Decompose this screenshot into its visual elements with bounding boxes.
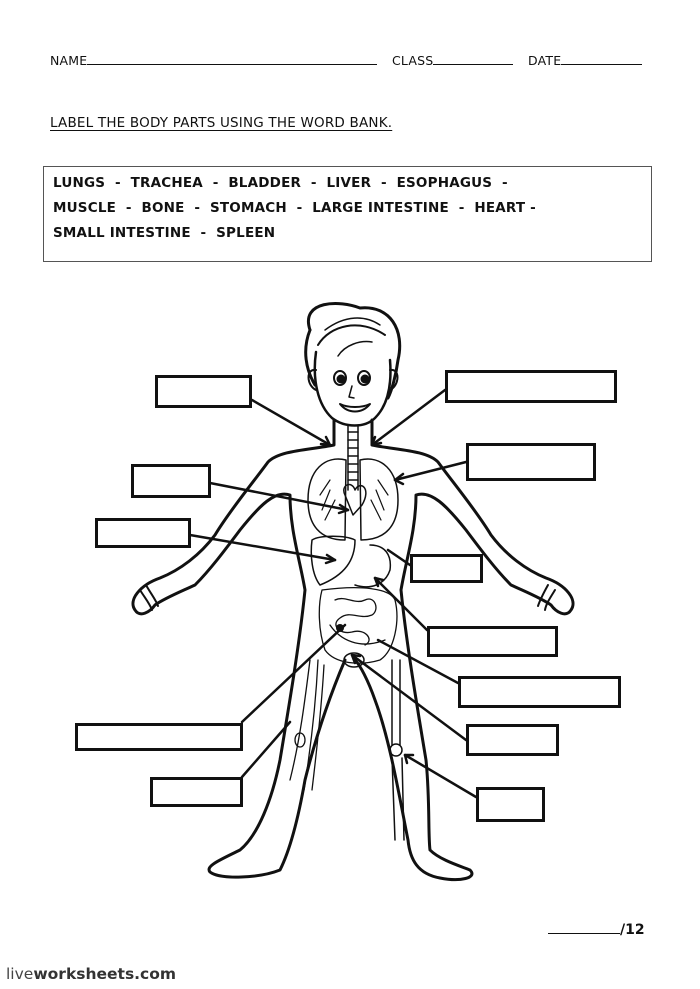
pointer-lines [188, 388, 478, 799]
label-box-6[interactable] [410, 554, 483, 583]
label-box-11[interactable] [150, 777, 243, 807]
score-field: /12 [548, 919, 645, 938]
label-box-5[interactable] [95, 518, 191, 548]
label-box-3[interactable] [466, 443, 596, 481]
name-label: NAME [50, 53, 88, 68]
watermark-logo: liveworksheets.com [6, 965, 176, 983]
word-bank-row: LUNGS - TRACHEA - BLADDER - LIVER - ESOP… [53, 175, 508, 191]
label-box-1[interactable] [155, 375, 252, 408]
heart-icon [343, 483, 367, 516]
score-blank[interactable] [548, 919, 620, 934]
bladder-icon [343, 652, 365, 668]
class-label: CLASS [392, 53, 434, 68]
label-box-9[interactable] [75, 723, 243, 751]
word-bank-row: SMALL INTESTINE - SPLEEN [53, 225, 276, 241]
label-box-10[interactable] [466, 724, 559, 756]
label-box-8[interactable] [458, 676, 621, 708]
bone-icon [389, 659, 405, 841]
liver-icon [310, 535, 356, 586]
intestines-icon [318, 587, 398, 664]
name-blank[interactable] [87, 53, 378, 65]
instruction-heading: LABEL THE BODY PARTS USING THE WORD BANK… [50, 115, 393, 131]
lungs-icon [307, 458, 399, 541]
word-bank: LUNGS - TRACHEA - BLADDER - LIVER - ESOP… [43, 166, 652, 262]
date-blank[interactable] [561, 53, 643, 65]
label-box-4[interactable] [131, 464, 211, 498]
label-box-7[interactable] [427, 626, 558, 657]
class-blank[interactable] [433, 53, 514, 65]
name-field[interactable]: NAME [50, 53, 378, 68]
stomach-icon [354, 544, 392, 588]
label-box-12[interactable] [476, 787, 545, 822]
class-field[interactable]: CLASS [392, 53, 514, 68]
watermark-bold: worksheets.com [33, 965, 177, 983]
head-icon [304, 302, 402, 427]
watermark-light: live [6, 965, 34, 983]
label-box-2[interactable] [445, 370, 617, 403]
muscle-icon [289, 659, 325, 791]
word-bank-row: MUSCLE - BONE - STOMACH - LARGE INTESTIN… [53, 200, 536, 216]
date-field[interactable]: DATE [528, 53, 643, 68]
trachea-icon [347, 424, 359, 491]
date-label: DATE [528, 53, 562, 68]
score-total: /12 [620, 922, 645, 938]
body-outline-icon [131, 418, 575, 882]
